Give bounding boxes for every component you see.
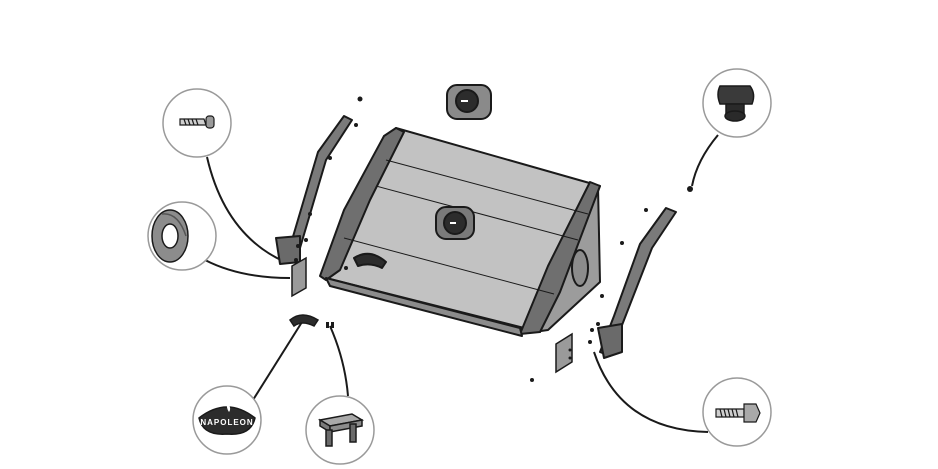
grill-lid [319,127,601,337]
screw-icon [179,115,215,129]
lid-logo-badge [353,252,387,269]
logo-brand-text: NAPOLEON [200,418,253,427]
hinge-icon [291,256,307,298]
flame-icon [226,402,231,412]
hardware-screws [294,96,693,382]
detail-bubble-bolt [702,377,772,447]
lid-handle-bar-right [597,207,677,359]
detail-bubble-bumper [702,68,772,138]
detail-bubble-washer [147,201,217,271]
detail-bubble-logo: NAPOLEON [192,385,262,455]
clip-icon [317,413,365,447]
logo-badge-icon [198,406,256,435]
side-handle-recess [571,249,589,287]
gauge-icon [446,84,492,120]
detail-bubble-screw [162,88,232,158]
washer-icon [151,209,189,263]
detail-bubble-clip [305,395,375,465]
lid-bottom-rail [325,277,523,337]
bumper-icon [717,85,755,122]
lid-handle-bar-left [275,115,353,265]
lid-seam-3 [343,237,555,295]
lid-seam-2 [375,185,579,241]
hinge-icon [555,332,573,374]
lid-side-trim-right [519,181,601,335]
logo-badge-icon [289,314,320,328]
leader-lines [204,134,719,433]
bolt-icon [715,403,761,423]
clip-icon [326,322,334,328]
lid-seam-1 [385,159,589,215]
